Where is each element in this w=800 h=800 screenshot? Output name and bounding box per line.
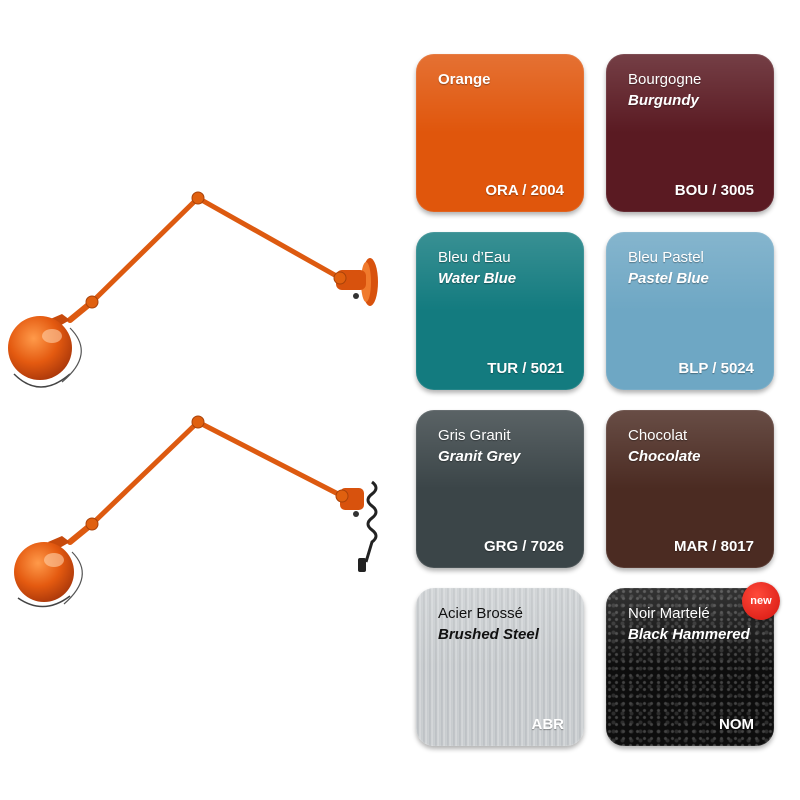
wall-lamp-with-cord-icon [14,415,378,608]
swatch-name: Gris Granit [438,427,511,444]
swatch-name: Chocolat [628,427,688,444]
swatch-subname: Black Hammered [628,626,750,643]
swatch-code: GRG / 7026 [483,538,564,555]
color-swatch-orange[interactable]: Orange ORA / 2004 [416,54,584,212]
swatch-name: Orange [438,71,491,88]
swatch-subname: Burgundy [628,92,699,109]
swatch-code: MAR / 8017 [673,538,754,555]
swatch-code: ABR [531,716,565,733]
color-swatch-pastel-blue[interactable]: Bleu Pastel Pastel Blue BLP / 5024 [606,232,774,390]
swatch-code: NOM [719,716,754,733]
swatch-name: Acier Brossé [438,605,524,622]
swatch-subname: Chocolate [628,448,701,465]
color-swatch-burgundy[interactable]: Bourgogne Burgundy BOU / 3005 [606,54,774,212]
color-swatch-chocolate[interactable]: Chocolat Chocolate MAR / 8017 [606,410,774,568]
swatch-subname: Water Blue [438,270,517,287]
swatch-code: BLP / 5024 [678,360,754,377]
swatch-subname: Brushed Steel [438,626,539,643]
swatch-subname: Pastel Blue [628,270,709,287]
color-swatch-water-blue[interactable]: Bleu d’Eau Water Blue TUR / 5021 [416,232,584,390]
new-badge: new [742,582,780,620]
swatch-code: BOU / 3005 [674,182,754,199]
swatch-subname: Granit Grey [438,448,521,465]
lamp-image-with-cord [0,404,400,624]
swatch-name: Noir Martelé [628,605,710,622]
swatch-name: Bleu Pastel [628,249,704,266]
swatch-code: ORA / 2004 [485,182,564,199]
lamp-image-wall-mounted [0,178,400,398]
color-swatch-brushed-steel[interactable]: Acier Brossé Brushed Steel ABR [416,588,584,746]
wall-lamp-icon [8,191,378,388]
swatch-code: TUR / 5021 [487,360,564,377]
swatch-name: Bleu d’Eau [438,249,511,266]
swatch-name: Bourgogne [628,71,702,88]
color-swatch-granit-grey[interactable]: Gris Granit Granit Grey GRG / 7026 [416,410,584,568]
